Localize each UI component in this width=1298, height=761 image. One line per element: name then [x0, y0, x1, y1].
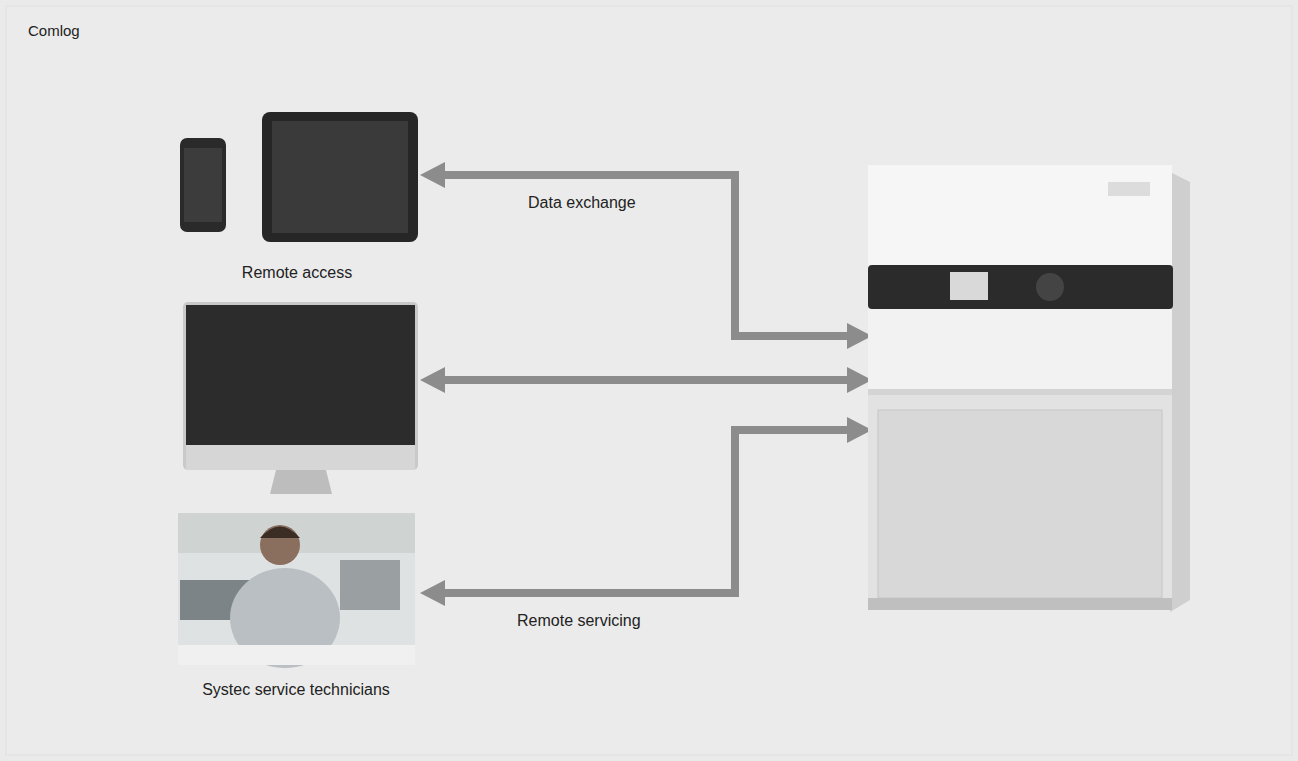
photo-caption: Systec service technicians	[202, 680, 390, 699]
monitor-icon	[183, 302, 418, 494]
arrow-connectors	[420, 162, 872, 606]
ground	[6, 6, 1292, 755]
phone-icon	[180, 138, 226, 232]
sterilizer-machine	[868, 165, 1190, 612]
arrow-label: Data exchange	[528, 193, 636, 212]
tablet-icon	[262, 112, 418, 242]
diagram-title: Comlog	[28, 22, 80, 40]
technician-photo	[178, 513, 415, 668]
device-caption: Remote access	[242, 263, 352, 282]
arrow-label: Remote servicing	[517, 611, 641, 630]
